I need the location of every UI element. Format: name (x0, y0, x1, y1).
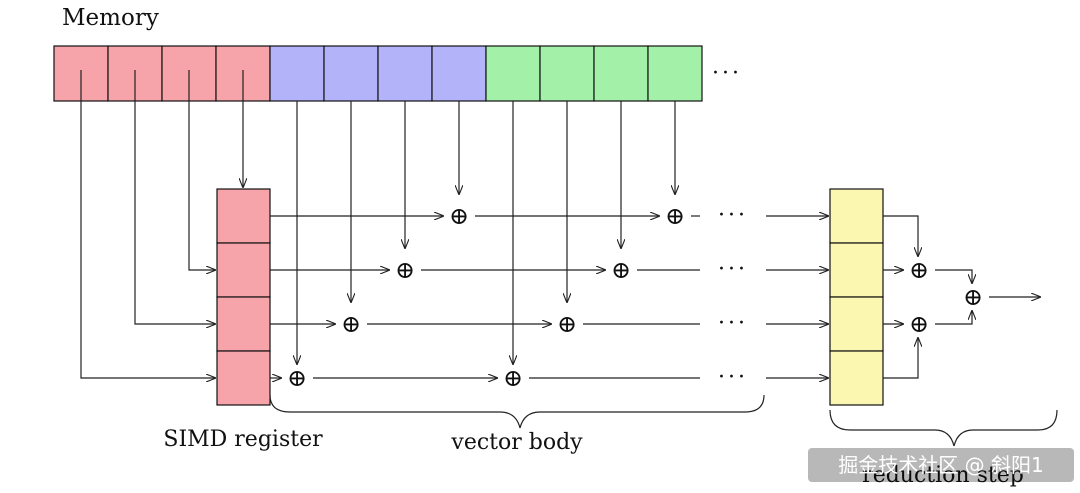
load-wires (80, 101, 243, 378)
adder-icon: ⊕ (503, 364, 523, 392)
simd-register-label: SIMD register (163, 427, 323, 452)
simd-lane-2 (216, 296, 271, 352)
reduction-step-label: reduction step (862, 463, 1024, 488)
simd-lane-0 (216, 188, 271, 244)
reduction-adders: ⊕ ⊕ ⊕ (909, 256, 983, 338)
vector-body-brace (269, 394, 765, 429)
memory-cell (377, 45, 433, 102)
row-ellipsis: ··· (718, 203, 748, 228)
vector-body-adders: ⊕ ⊕ ⊕ ⊕ ⊕ ⊕ ⊕ ⊕ (287, 202, 685, 392)
adder-icon: ⊕ (557, 310, 577, 338)
adder-icon: ⊕ (909, 256, 929, 284)
simd-register (216, 188, 271, 406)
reduction-lane-2 (829, 296, 884, 352)
reduction-lane-1 (829, 242, 884, 298)
reduction-lane-3 (829, 350, 884, 406)
adder-icon: ⊕ (665, 202, 685, 230)
adder-icon: ⊕ (963, 283, 983, 311)
memory-cell (539, 45, 595, 102)
memory-cell (323, 45, 379, 102)
row-ellipsis: ··· (718, 311, 748, 336)
memory-to-adder-wires (297, 101, 675, 364)
reduction-register (829, 188, 884, 406)
memory-ticks (80, 70, 244, 101)
memory-ellipsis: ··· (712, 61, 742, 86)
memory-array (53, 45, 703, 102)
adder-icon: ⊕ (611, 256, 631, 284)
adder-icon: ⊕ (287, 364, 307, 392)
simd-lane-3 (216, 350, 271, 406)
reduction-step-brace (829, 409, 1058, 447)
adder-icon: ⊕ (395, 256, 415, 284)
reduction-wires (883, 215, 1040, 379)
memory-cell (593, 45, 649, 102)
simd-lane-1 (216, 242, 271, 298)
row-ellipsis: ··· (718, 365, 748, 390)
accumulation-wires (270, 216, 828, 378)
memory-cell (485, 45, 541, 102)
adder-icon: ⊕ (449, 202, 469, 230)
memory-cell (647, 45, 703, 102)
row-ellipses: ··· ··· ··· ··· (718, 203, 748, 390)
adder-icon: ⊕ (909, 310, 929, 338)
reduction-lane-0 (829, 188, 884, 244)
row-ellipsis: ··· (718, 257, 748, 282)
vector-body-label: vector body (450, 430, 583, 455)
watermark-background (808, 448, 1074, 482)
memory-cell (431, 45, 487, 102)
memory-cell (269, 45, 325, 102)
watermark: 掘金技术社区 @ 斜阳1 (838, 453, 1043, 477)
adder-icon: ⊕ (341, 310, 361, 338)
memory-label: Memory (62, 5, 159, 31)
